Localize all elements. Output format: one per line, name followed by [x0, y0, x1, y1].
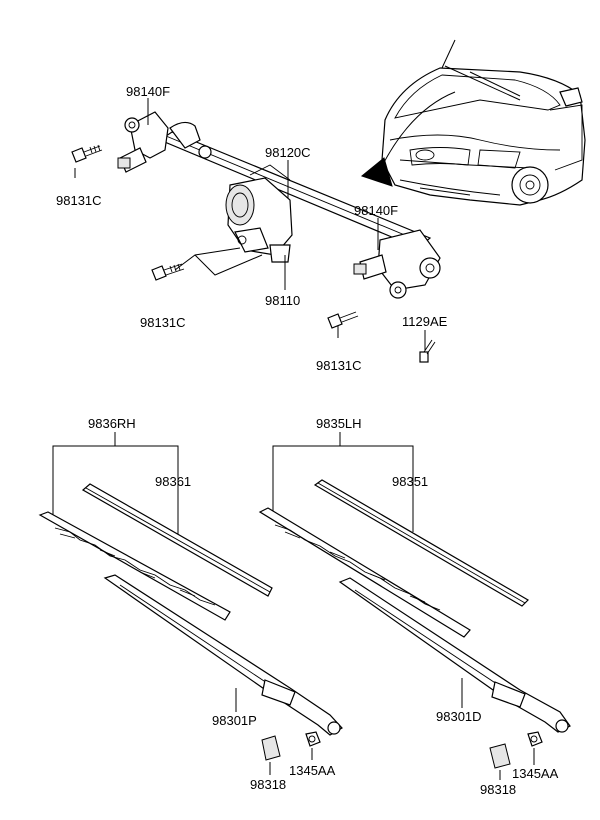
rh-wiper-group	[38, 432, 343, 775]
label-98361: 98361	[155, 474, 191, 489]
label-1345aa-right: 1345AA	[512, 766, 559, 781]
bolt-98131c-mid	[151, 263, 185, 281]
label-98131c-mid: 98131C	[140, 315, 186, 330]
label-1129ae: 1129AE	[402, 314, 448, 329]
label-98140f-right: 98140F	[354, 203, 398, 218]
wiper-motor	[225, 164, 293, 263]
wiper-linkage-assembly	[74, 98, 441, 350]
bolt-1129ae	[419, 339, 436, 363]
label-98318-right: 98318	[480, 782, 516, 797]
bolt-98131c-low	[327, 311, 359, 329]
label-98318-left: 98318	[250, 777, 286, 792]
label-9835lh: 9835LH	[316, 416, 362, 431]
label-98301p: 98301P	[212, 713, 257, 728]
label-9836rh: 9836RH	[88, 416, 136, 431]
label-98131c-left: 98131C	[56, 193, 102, 208]
label-98120c: 98120C	[265, 145, 311, 160]
label-98351: 98351	[392, 474, 428, 489]
label-98140f-top: 98140F	[126, 84, 170, 99]
car-illustration	[360, 39, 586, 206]
bolt-98131c-left	[71, 144, 103, 163]
label-98131c-low: 98131C	[316, 358, 362, 373]
label-1345aa-left: 1345AA	[289, 763, 336, 778]
lh-wiper-group	[258, 432, 571, 780]
label-98301d: 98301D	[436, 709, 482, 724]
label-98110: 98110	[265, 293, 300, 308]
